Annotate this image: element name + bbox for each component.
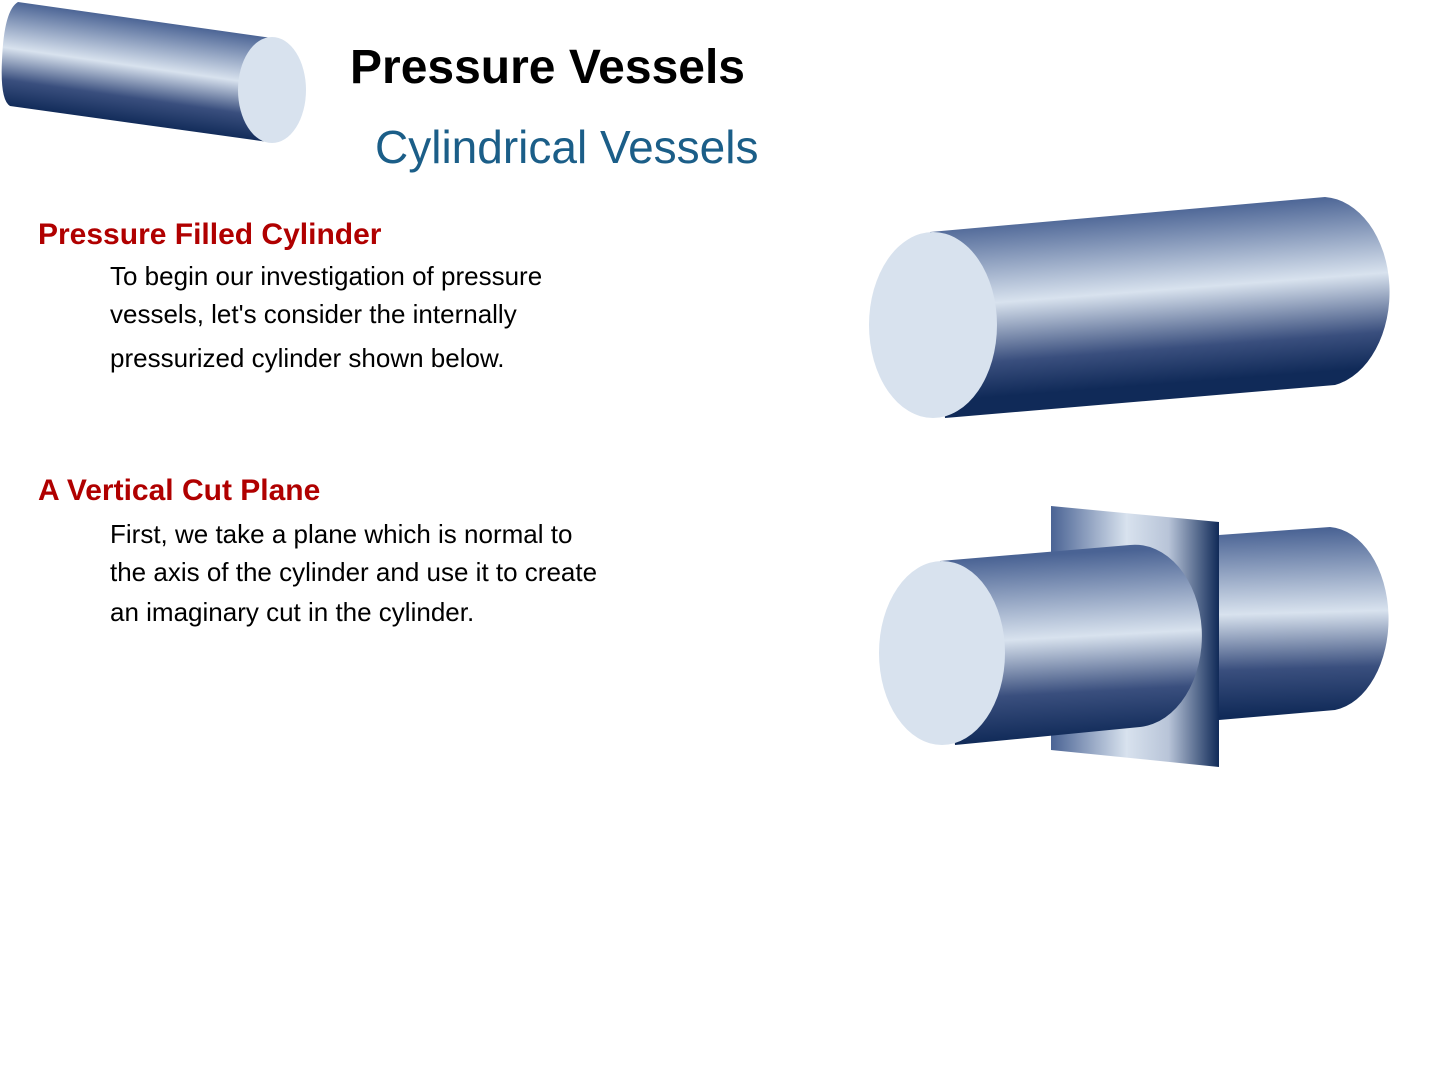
pressurized-cylinder-illustration	[869, 197, 1390, 418]
body-line: the axis of the cylinder and use it to c…	[110, 557, 598, 587]
body-line: To begin our investigation of pressure	[110, 261, 543, 291]
section-body-vertical-cut-plane: First, we take a plane which is normal t…	[110, 515, 730, 631]
page-title: Pressure Vessels	[350, 41, 745, 94]
body-line: First, we take a plane which is normal t…	[110, 519, 573, 549]
body-line: an imaginary cut in the cylinder.	[110, 597, 475, 627]
page-subtitle: Cylindrical Vessels	[375, 121, 759, 173]
section-body-pressure-filled-cylinder: To begin our investigation of pressure v…	[110, 257, 730, 377]
body-line: vessels, let's consider the internally	[110, 299, 517, 329]
left-cylinder-half	[940, 544, 1202, 745]
right-cylinder-half	[1219, 527, 1389, 720]
body-line: pressurized cylinder shown below.	[110, 343, 505, 373]
small-cylinder-icon	[1, 2, 306, 143]
section-heading-pressure-filled-cylinder: Pressure Filled Cylinder	[38, 218, 382, 251]
section-heading-vertical-cut-plane: A Vertical Cut Plane	[38, 474, 321, 507]
cut-plane-illustration	[879, 506, 1389, 767]
